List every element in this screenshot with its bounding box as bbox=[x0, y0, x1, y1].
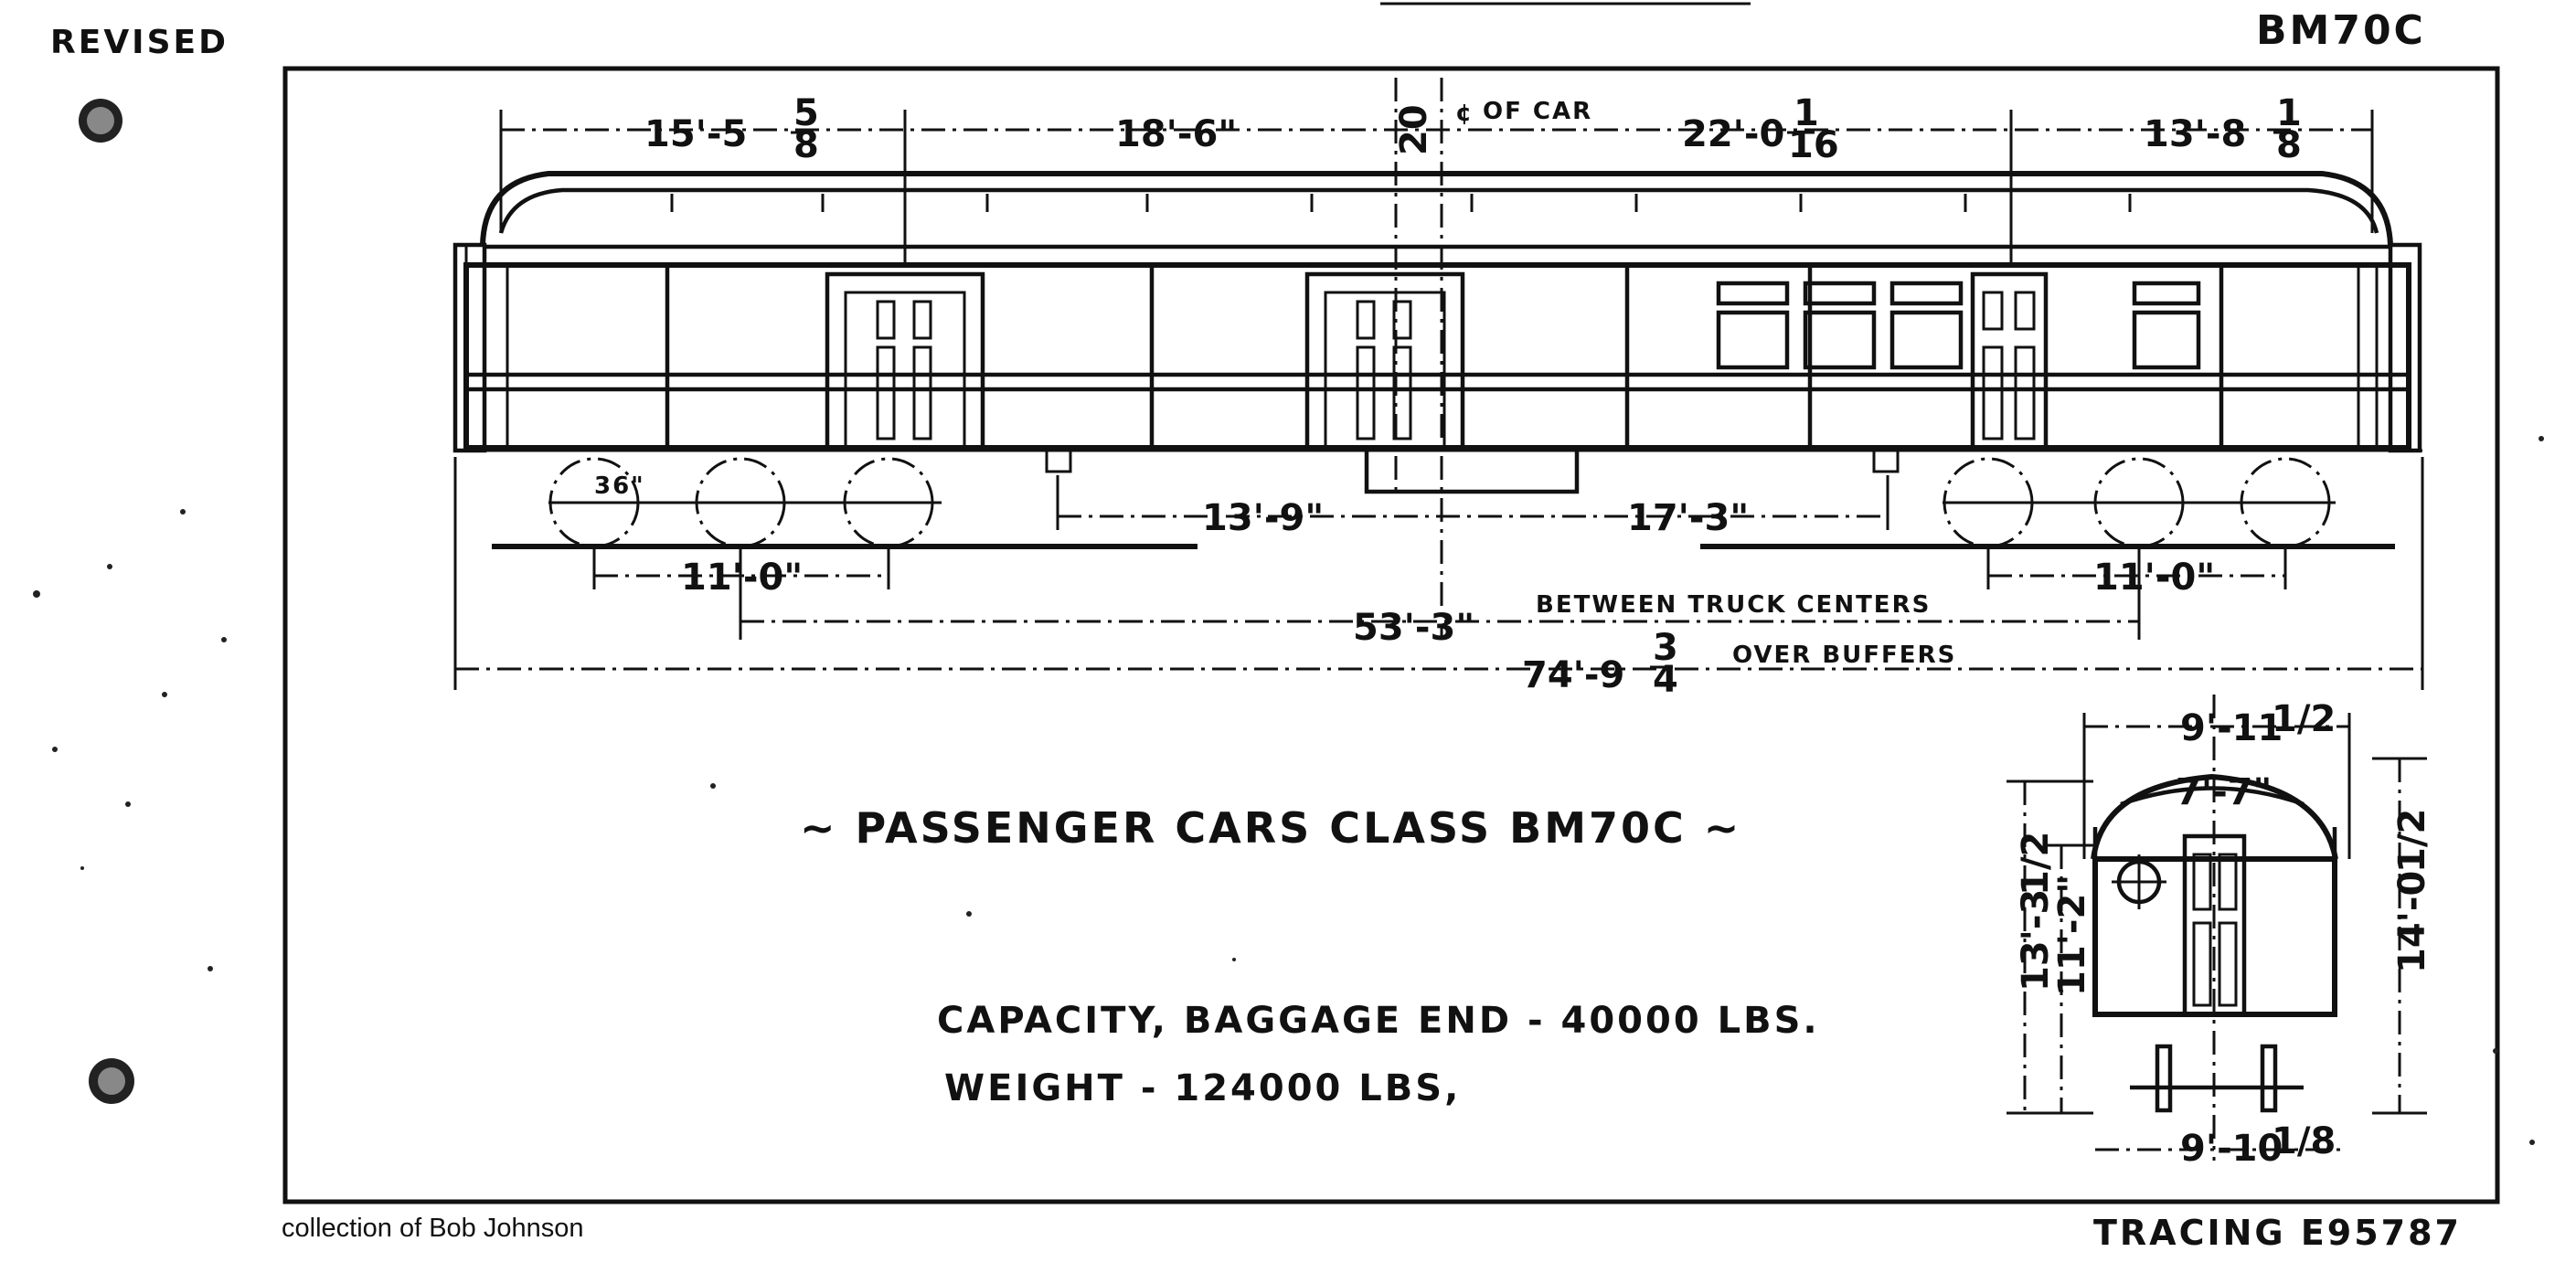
svg-text:1/8: 1/8 bbox=[2272, 1120, 2336, 1162]
wheelbase-dimensions: 11'-0" 11'-0" bbox=[592, 548, 2287, 599]
svg-text:OVER BUFFERS: OVER BUFFERS bbox=[1732, 642, 1956, 669]
svg-text:17'-3": 17'-3" bbox=[1627, 497, 1749, 539]
svg-text:9'-10: 9'-10 bbox=[2180, 1128, 2283, 1170]
svg-text:8: 8 bbox=[2276, 124, 2302, 166]
svg-text:1/2: 1/2 bbox=[2391, 809, 2433, 873]
svg-text:13'-8: 13'-8 bbox=[2144, 113, 2246, 155]
passenger-door bbox=[1970, 271, 2049, 451]
side-windows bbox=[1716, 281, 2201, 370]
svg-text:13'-9": 13'-9" bbox=[1202, 497, 1324, 539]
svg-text:22'-0: 22'-0 bbox=[1682, 113, 1784, 155]
svg-text:3: 3 bbox=[1653, 627, 1678, 669]
svg-text:13'-3: 13'-3 bbox=[2015, 889, 2057, 992]
svg-text:16: 16 bbox=[1788, 124, 1839, 166]
capacity-note: CAPACITY, BAGGAGE END - 40000 LBS. bbox=[937, 1000, 1820, 1042]
drawing-code: BM70C bbox=[2256, 7, 2426, 54]
svg-text:53'-3": 53'-3" bbox=[1353, 607, 1474, 649]
weight-note: WEIGHT - 124000 LBS, bbox=[944, 1067, 1461, 1109]
middle-dimensions: 13'-9" 17'-3" bbox=[1056, 475, 1889, 539]
svg-text:11'-0": 11'-0" bbox=[681, 557, 803, 599]
revised-stamp: REVISED bbox=[50, 24, 229, 61]
svg-text:11'-2": 11'-2" bbox=[2051, 875, 2093, 996]
svg-text:74'-9: 74'-9 bbox=[1522, 654, 1624, 696]
svg-text:5: 5 bbox=[793, 92, 819, 134]
svg-text:18'-6": 18'-6" bbox=[1115, 113, 1237, 155]
svg-text:1/2: 1/2 bbox=[2272, 698, 2336, 740]
svg-text:9'-11: 9'-11 bbox=[2180, 707, 2283, 749]
svg-text:1/2: 1/2 bbox=[2015, 832, 2057, 896]
svg-text:1: 1 bbox=[1794, 92, 1819, 134]
top-dimensions: 15'-5 5 8 18'-6" 22'-0 1 16 13'-8 1 8 20… bbox=[499, 92, 2374, 265]
paper-specks bbox=[33, 436, 2544, 1145]
svg-text:15'-5: 15'-5 bbox=[644, 113, 747, 155]
svg-text:1: 1 bbox=[2276, 92, 2302, 134]
collection-credit: collection of Bob Johnson bbox=[282, 1214, 584, 1243]
svg-text:OF CAR: OF CAR bbox=[1483, 98, 1592, 125]
tracing-number: TRACING E95787 bbox=[2093, 1213, 2462, 1253]
end-view: 9'-11 1/2 7'-7" 9'-10 1/8 14'-0 1/2 13'-… bbox=[2007, 695, 2433, 1170]
baggage-door-1 bbox=[825, 271, 985, 451]
svg-text:20: 20 bbox=[1393, 104, 1435, 155]
truck-centers-dimension: 53'-3" BETWEEN TRUCK CENTERS bbox=[739, 548, 2141, 649]
svg-text:7'-7": 7'-7" bbox=[2176, 771, 2272, 813]
svg-text:4: 4 bbox=[1653, 659, 1678, 701]
side-elevation: 36" bbox=[452, 171, 2422, 549]
svg-text:14'-0: 14'-0 bbox=[2391, 871, 2433, 973]
svg-text:¢: ¢ bbox=[1455, 100, 1474, 127]
wheel-diameter: 36" bbox=[594, 472, 645, 500]
drawing-title: ~ PASSENGER CARS CLASS BM70C ~ bbox=[800, 803, 1741, 853]
over-buffers-dimension: 74'-9 3 4 OVER BUFFERS bbox=[453, 457, 2424, 701]
drawing-border bbox=[282, 66, 2500, 1204]
svg-text:8: 8 bbox=[793, 124, 819, 166]
svg-text:BETWEEN TRUCK CENTERS: BETWEEN TRUCK CENTERS bbox=[1536, 591, 1931, 619]
svg-text:11'-0": 11'-0" bbox=[2093, 557, 2215, 599]
baggage-door-2 bbox=[1304, 271, 1465, 451]
